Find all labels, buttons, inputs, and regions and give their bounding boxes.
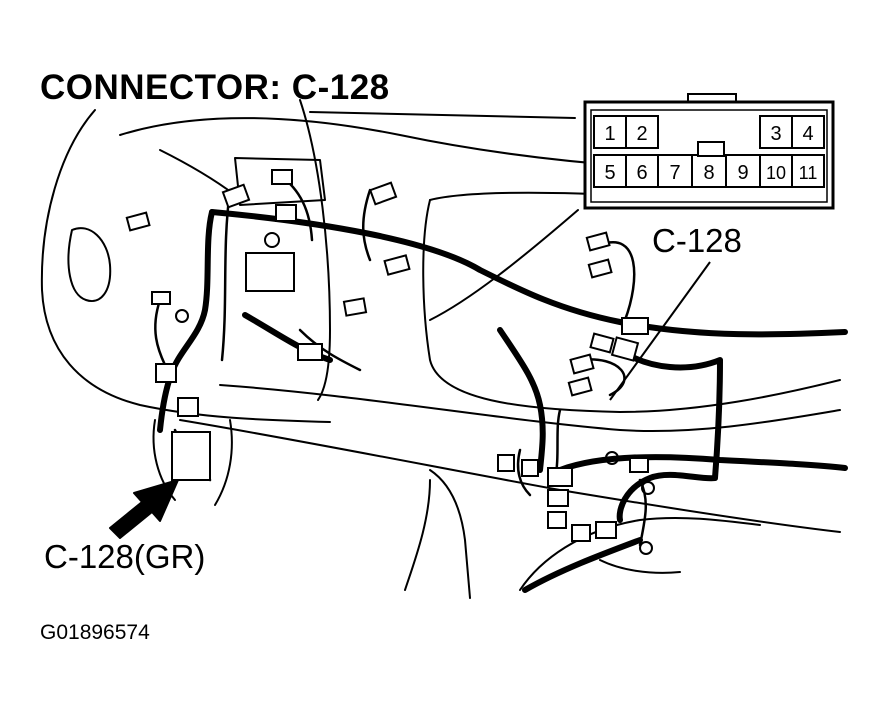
callout-leader-line [609, 261, 711, 401]
pin-label-8: 8 [703, 162, 714, 184]
harness-connectors [125, 169, 649, 542]
pin-label-9: 9 [737, 162, 748, 184]
cavity-11 [791, 154, 825, 188]
pin-label-10: 10 [766, 163, 786, 183]
pin-label-11: 11 [799, 163, 818, 183]
harness-clips [175, 232, 655, 555]
cavity-7 [657, 154, 693, 188]
pin-label-2: 2 [636, 123, 647, 145]
cavity-5 [593, 154, 627, 188]
connector-callout-label: C-128 [652, 222, 742, 259]
pin-label-7: 7 [669, 162, 680, 184]
cavity-2 [625, 115, 659, 149]
cavity-9 [725, 154, 761, 188]
pin-label-5: 5 [604, 162, 615, 184]
cavity-8 [691, 154, 727, 188]
pin-label-6: 6 [636, 162, 647, 184]
pin-label-4: 4 [802, 123, 813, 145]
connector-face-inset: 1 2 3 4 5 6 7 8 9 10 11 [583, 93, 835, 210]
diagram-title: CONNECTOR: C-128 [40, 68, 390, 107]
cavity-3 [759, 115, 793, 149]
pin-label-3: 3 [770, 123, 781, 145]
connector-location-label: C-128(GR) [44, 538, 206, 575]
figure-id: G01896574 [40, 621, 150, 644]
cavity-4 [791, 115, 825, 149]
pointer-arrow-icon [109, 479, 179, 539]
pin-label-1: 1 [604, 123, 615, 145]
